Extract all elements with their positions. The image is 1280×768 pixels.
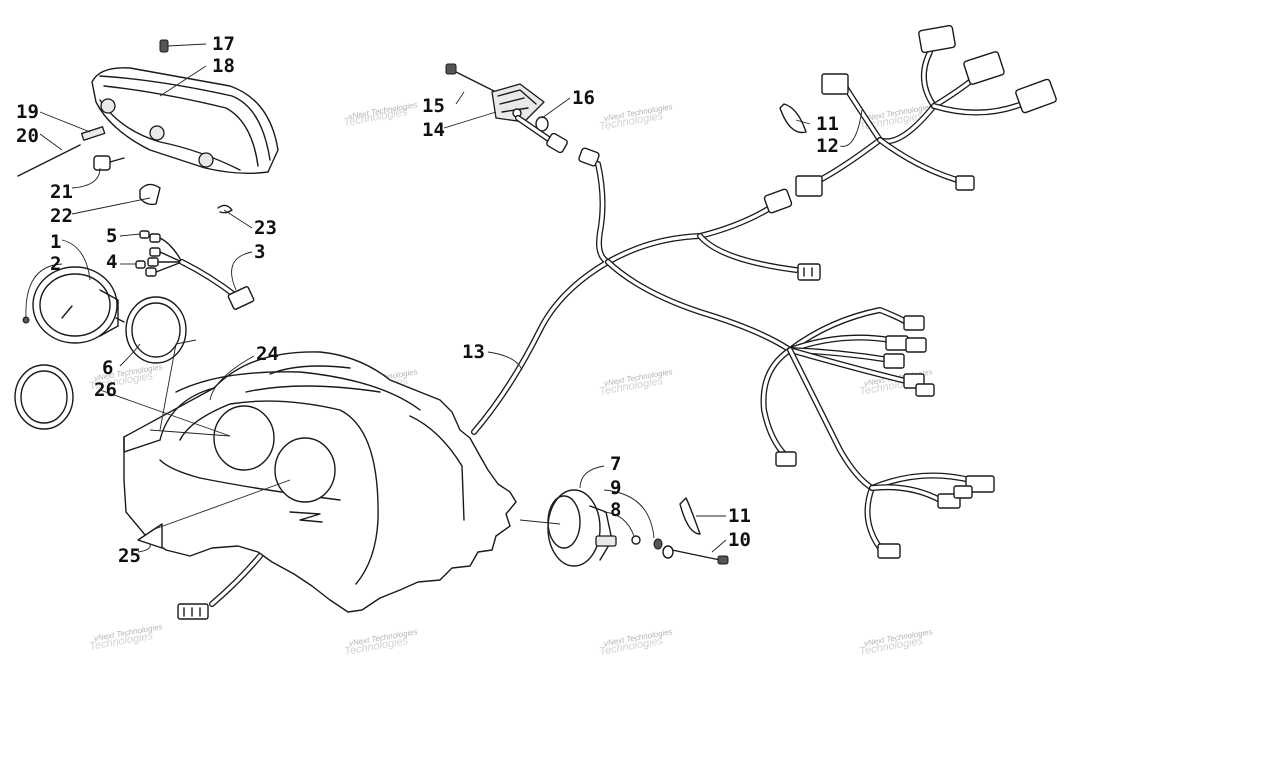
callout-25: 25 [118,545,141,567]
callout-6: 6 [102,357,113,379]
callout-14: 14 [422,119,445,141]
clip-part [159,39,169,53]
callout-8: 8 [610,499,621,521]
callout-17: 17 [212,33,235,55]
callout-2: 2 [50,253,61,275]
callout-13: 13 [462,341,485,363]
gauge-assembly [14,230,255,430]
callout-18: 18 [212,55,235,77]
callout-26: 26 [94,379,117,401]
callout-19: 19 [16,101,39,123]
speedo-cup [547,489,729,567]
callout-24: 24 [256,343,279,365]
callout-9: 9 [610,477,621,499]
watermark: Technologies vNext Technologies [343,100,418,129]
callout-22: 22 [50,205,73,227]
callout-21: 21 [50,181,73,203]
callout-5: 5 [106,225,117,247]
callout-3: 3 [254,241,265,263]
dash-pod [123,351,517,620]
watermark: Technologies vNext Technologies [343,627,418,658]
callout-23: 23 [254,217,277,239]
callout-15: 15 [422,95,445,117]
callout-11a: 11 [816,113,839,135]
watermark: Technologies vNext Technologies [598,102,673,133]
callout-11b: 11 [728,505,751,527]
callout-16: 16 [572,87,595,109]
harness-12 [779,24,1057,197]
watermark: Technologies vNext Technologies [858,627,933,658]
callouts: 17 18 19 20 21 22 23 1 2 3 5 4 6 26 24 2… [16,33,839,567]
watermark: Technologies vNext Technologies [598,627,673,658]
callout-7: 7 [610,453,621,475]
callout-12: 12 [816,135,839,157]
callout-20: 20 [16,125,39,147]
callout-1: 1 [50,231,61,253]
callout-10: 10 [728,529,751,551]
leader-lines [25,43,863,553]
watermark: Technologies vNext Technologies [88,622,163,653]
harness-main [445,63,995,559]
callout-4: 4 [106,251,117,273]
watermark: Technologies vNext Technologies [598,367,673,398]
headlight-assembly [17,39,279,214]
